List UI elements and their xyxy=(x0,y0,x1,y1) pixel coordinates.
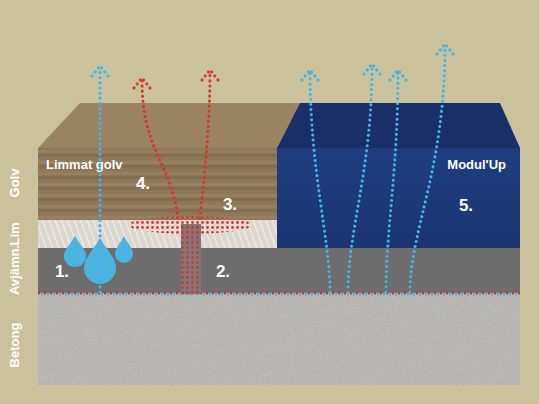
water-drops xyxy=(64,236,133,284)
moisture-pillar-dots xyxy=(181,224,201,294)
levelling-layer xyxy=(38,248,520,293)
callout-number: 4. xyxy=(136,174,150,194)
callout-number: 5. xyxy=(459,196,473,216)
floor-block: Modul'Up xyxy=(277,148,520,248)
callout-number: 3. xyxy=(223,195,237,215)
layer-name: Lim xyxy=(7,222,22,245)
callout-number: 2. xyxy=(216,262,230,282)
moisture-pillar xyxy=(181,224,201,294)
glue-layer xyxy=(38,220,277,248)
top-face-wood xyxy=(38,103,300,148)
concrete-layer xyxy=(38,293,520,385)
block-title: Modul'Up xyxy=(277,157,506,172)
layer-name: Golv xyxy=(7,169,22,198)
boundary-dots xyxy=(38,292,520,295)
callout-number: 1. xyxy=(55,262,69,282)
layer-name: Betong xyxy=(7,323,22,368)
top-face-modulup xyxy=(277,103,520,148)
layer-name: Avjämn. xyxy=(7,245,22,295)
concrete-texture xyxy=(38,293,520,385)
floor-block: Limmat golv xyxy=(38,148,277,220)
block-title: Limmat golv xyxy=(46,157,277,172)
boundary-dots xyxy=(41,293,520,296)
